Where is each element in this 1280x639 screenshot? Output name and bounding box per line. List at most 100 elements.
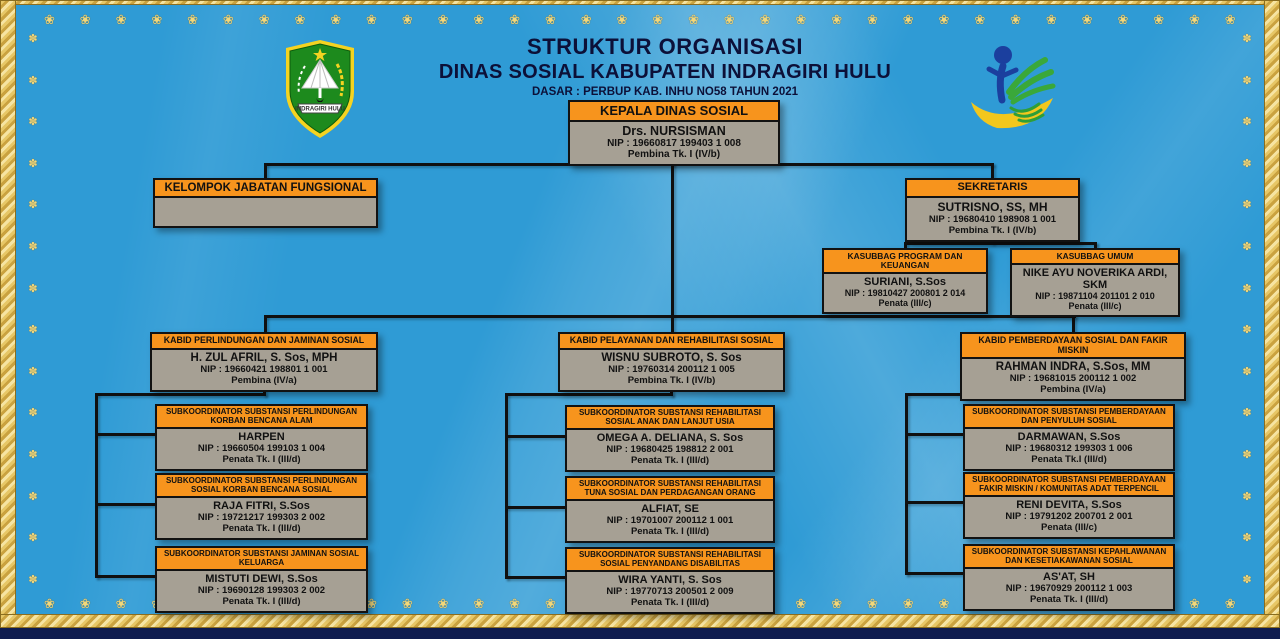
person-rank: Pembina (IV/a) (1040, 384, 1106, 395)
person-nip: NIP : 19681015 200112 1 002 (1009, 373, 1137, 384)
connector (671, 163, 674, 315)
person-nip: NIP : 19770713 200501 2 009 (606, 586, 734, 598)
person-rank: Penata Tk. I (III/d) (630, 455, 710, 467)
crest-rice-stalk-icon (297, 65, 306, 95)
orgnode-sub-perlindungan-bencana-alam: SUBKOORDINATOR SUBSTANSI PERLINDUNGAN KO… (155, 404, 368, 472)
orgnode-kasubbag-program-keuangan: KASUBBAG PROGRAM DAN KEUANGAN SURIANI, S… (822, 248, 988, 315)
logo-person-head (994, 46, 1012, 64)
orgnode-sub-tuna-sosial-perdagangan-orang: SUBKOORDINATOR SUBSTANSI REHABILITASI TU… (565, 476, 775, 544)
person-rank: Penata (III/c) (1041, 522, 1097, 534)
orgnode-sub-penyandang-disabilitas: SUBKOORDINATOR SUBSTANSI REHABILITASI SO… (565, 547, 775, 615)
person-nip: NIP : 19791202 200701 2 001 (1005, 511, 1133, 523)
person-nip: NIP : 19701007 200112 1 001 (606, 515, 734, 527)
connector (904, 242, 1097, 245)
connector (1094, 242, 1097, 250)
connector (905, 393, 908, 575)
ornament-row-top: ❀❀❀❀❀❀❀❀❀❀❀❀❀❀❀❀❀❀❀❀❀❀❀❀❀❀❀❀❀❀❀❀❀❀ (44, 11, 1236, 27)
person-nip: NIP : 19660421 198801 1 001 (200, 363, 328, 375)
orgnode-sub-fakir-miskin-kat: SUBKOORDINATOR SUBSTANSI PEMBERDAYAAN FA… (963, 472, 1175, 540)
orgnode-kabid-perlindungan: KABID PERLINDUNGAN DAN JAMINAN SOSIAL H.… (150, 332, 378, 392)
orgnode-title: SUBKOORDINATOR SUBSTANSI REHABILITASI SO… (567, 549, 773, 573)
person-name: RENI DEVITA, S.Sos (1016, 499, 1122, 512)
person-nip: NIP : 19871104 201101 2 010 (1035, 291, 1155, 302)
orgnode-sub-kepahlawanan-kesetiakawanan: SUBKOORDINATOR SUBSTANSI KEPAHLAWANAN DA… (963, 544, 1175, 612)
person-rank: Penata Tk. I (III/d) (630, 597, 710, 609)
person-nip: NIP : 19680425 198812 2 001 (606, 444, 734, 456)
orgnode-title: SUBKOORDINATOR SUBSTANSI JAMINAN SOSIAL … (157, 548, 366, 572)
orgnode-kelompok-jabatan-fungsional: KELOMPOK JABATAN FUNGSIONAL (153, 178, 378, 229)
person-rank: Penata Tk.I (III/d) (1031, 454, 1107, 466)
orgnode-sekretaris: SEKRETARIS SUTRISNO, SS, MH NIP : 196804… (905, 178, 1080, 242)
orgnode-kepala-dinas: KEPALA DINAS SOSIAL Drs. NURSISMAN NIP :… (568, 100, 780, 167)
person-rank: Penata (III/c) (878, 298, 932, 309)
connector (991, 163, 994, 178)
chart-title: STRUKTUR ORGANISASI (527, 34, 803, 59)
orgnode-title: SUBKOORDINATOR SUBSTANSI REHABILITASI SO… (567, 407, 773, 431)
frame-top-band (0, 0, 1280, 5)
connector (905, 501, 965, 504)
orgnode-sub-jaminan-sosial-keluarga: SUBKOORDINATOR SUBSTANSI JAMINAN SOSIAL … (155, 546, 368, 614)
person-rank: Pembina Tk. I (IV/b) (948, 224, 1037, 236)
person-rank: Penata Tk. I (III/d) (1029, 594, 1109, 606)
person-name: DARMAWAN, S.Sos (1017, 431, 1121, 444)
orgnode-sub-pemberdayaan-penyuluh: SUBKOORDINATOR SUBSTANSI PEMBERDAYAAN DA… (963, 404, 1175, 472)
logo-leaf-icon (1006, 57, 1048, 95)
chart-legal-basis: DASAR : PERBUP KAB. INHU NO58 TAHUN 2021 (531, 86, 799, 98)
orgnode-title: KABID PERLINDUNGAN DAN JAMINAN SOSIAL (152, 334, 376, 350)
person-nip: NIP : 19660817 199403 1 008 (607, 138, 741, 150)
connector (264, 163, 267, 178)
person-name: MISTUTI DEWI, S.Sos (205, 573, 318, 586)
crest-wheat-icon (335, 63, 344, 97)
frame-right-band (1264, 0, 1280, 639)
connector (95, 393, 98, 578)
orgnode-title: KABID PELAYANAN DAN REHABILITASI SOSIAL (560, 334, 783, 350)
crest-star-icon (313, 48, 327, 61)
frame-bottom-band (0, 614, 1280, 628)
person-name: RAJA FITRI, S.Sos (213, 500, 310, 513)
regency-crest-logo: INDRAGIRI HULU (286, 40, 354, 138)
connector (505, 393, 673, 396)
frame-left-band (0, 0, 16, 639)
connector (505, 435, 567, 438)
frame-bottom-navy-bar (0, 628, 1280, 639)
orgnode-title: KASUBBAG UMUM (1012, 250, 1178, 266)
person-rank: Pembina Tk. I (IV/b) (627, 374, 716, 386)
person-name: SURIANI, S.Sos (864, 276, 946, 289)
person-name: OMEGA A. DELIANA, S. Sos (596, 432, 744, 445)
orgnode-title: SUBKOORDINATOR SUBSTANSI PERLINDUNGAN KO… (157, 406, 366, 430)
person-name: WIRA YANTI, S. Sos (618, 574, 722, 587)
connector (505, 576, 567, 579)
connector (95, 393, 266, 396)
connector (505, 506, 567, 509)
orgnode-title: SUBKOORDINATOR SUBSTANSI PERLINDUNGAN SO… (157, 475, 366, 499)
crest-banner-text: INDRAGIRI HULU (295, 107, 345, 113)
connector (264, 315, 1076, 318)
orgnode-kasubbag-umum: KASUBBAG UMUM NIKE AYU NOVERIKA ARDI, SK… (1010, 248, 1180, 318)
orgnode-sub-rehabilitasi-anak-lansia: SUBKOORDINATOR SUBSTANSI REHABILITASI SO… (565, 405, 775, 473)
connector (505, 393, 508, 579)
orgnode-title: KEPALA DINAS SOSIAL (570, 102, 778, 123)
orgnode-title: SEKRETARIS (907, 180, 1078, 198)
connector (670, 388, 673, 396)
person-rank: Penata (III/c) (1068, 301, 1122, 312)
person-nip: NIP : 19680410 198908 1 001 (928, 213, 1057, 225)
person-nip: NIP : 19721217 199303 2 002 (197, 512, 326, 524)
person-name: HARPEN (238, 431, 285, 444)
person-nip: NIP : 19660504 199103 1 004 (197, 443, 326, 455)
person-rank: Penata Tk. I (III/d) (630, 526, 710, 538)
orgnode-title: SUBKOORDINATOR SUBSTANSI PEMBERDAYAAN DA… (965, 406, 1173, 430)
orgnode-kabid-pelayanan-rehabilitasi: KABID PELAYANAN DAN REHABILITASI SOSIAL … (558, 332, 785, 392)
empty-body (155, 198, 376, 226)
person-rank: Pembina (IV/a) (231, 374, 297, 386)
connector (264, 315, 267, 332)
logo-person-body (996, 62, 1007, 104)
person-name: ALFIAT, SE (641, 503, 699, 516)
orgnode-title: KELOMPOK JABATAN FUNGSIONAL (155, 180, 376, 199)
orgnode-kabid-pemberdayaan: KABID PEMBERDAYAAN SOSIAL DAN FAKIR MISK… (960, 332, 1186, 401)
person-name: RAHMAN INDRA, S.Sos, MM (995, 361, 1151, 373)
orgnode-title: KABID PEMBERDAYAAN SOSIAL DAN FAKIR MISK… (962, 334, 1184, 359)
chart-title-block: STRUKTUR ORGANISASI DINAS SOSIAL KABUPAT… (340, 34, 990, 98)
connector (905, 572, 965, 575)
orgnode-title: SUBKOORDINATOR SUBSTANSI PEMBERDAYAAN FA… (965, 474, 1173, 498)
